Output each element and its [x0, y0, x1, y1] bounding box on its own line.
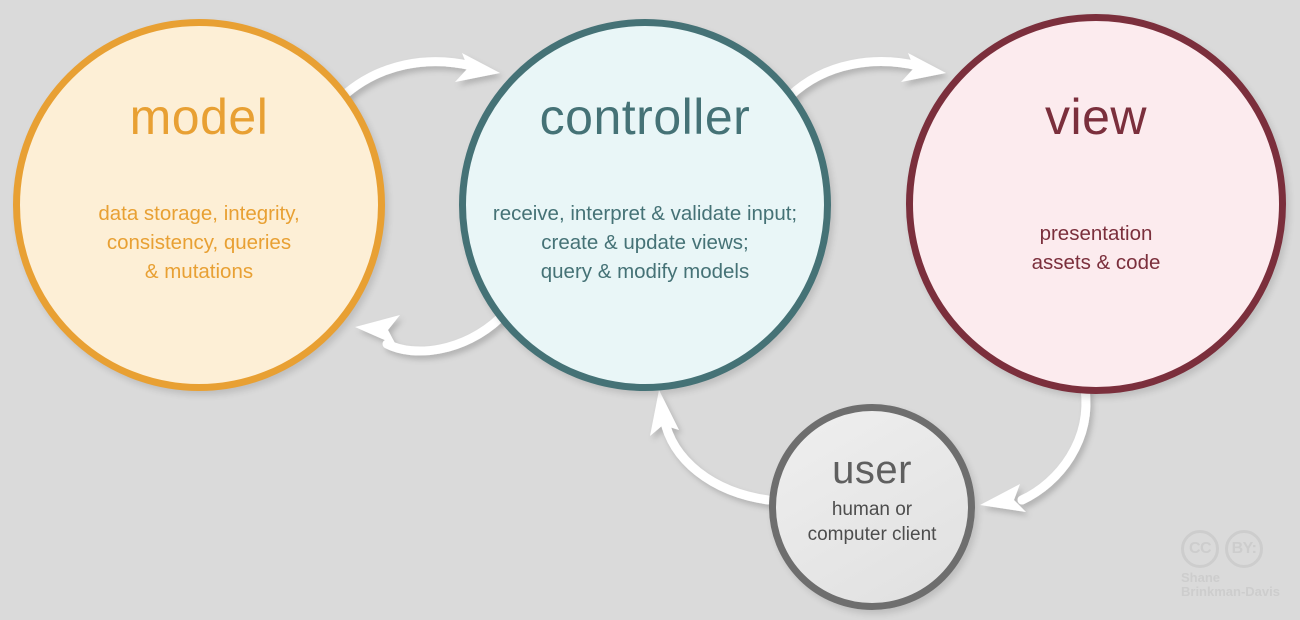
node-user[interactable]: user human or computer client [769, 404, 975, 610]
attribution-text: Shane Brinkman-Davis [1181, 570, 1280, 599]
node-controller-title: controller [539, 89, 751, 145]
cc-icon: CC [1181, 530, 1219, 568]
node-controller-description: receive, interpret & validate input; cre… [492, 202, 798, 283]
node-user-title: user [832, 448, 912, 492]
node-view-description: presentation assets & code [1031, 222, 1161, 274]
cc-by-icon: BY: [1225, 530, 1263, 568]
node-model-title: model [129, 89, 269, 145]
creative-commons-badge: CC BY: Shane Brinkman-Davis [1181, 530, 1293, 612]
arrow-user-to-controller [650, 390, 773, 505]
arrow-view-to-user [980, 383, 1091, 512]
node-view[interactable]: view presentation assets & code [906, 14, 1286, 394]
arrow-controller-to-model [355, 313, 505, 356]
node-controller[interactable]: controller receive, interpret & validate… [459, 19, 831, 391]
arrow-controller-to-view [785, 53, 946, 101]
cc-marks: CC BY: [1181, 530, 1293, 568]
arrow-model-to-controller [336, 53, 500, 103]
node-view-title: view [1044, 89, 1148, 145]
node-model[interactable]: model data storage, integrity, consisten… [13, 19, 385, 391]
node-user-description: human or computer client [807, 499, 937, 545]
node-model-description: data storage, integrity, consistency, qu… [98, 202, 300, 283]
